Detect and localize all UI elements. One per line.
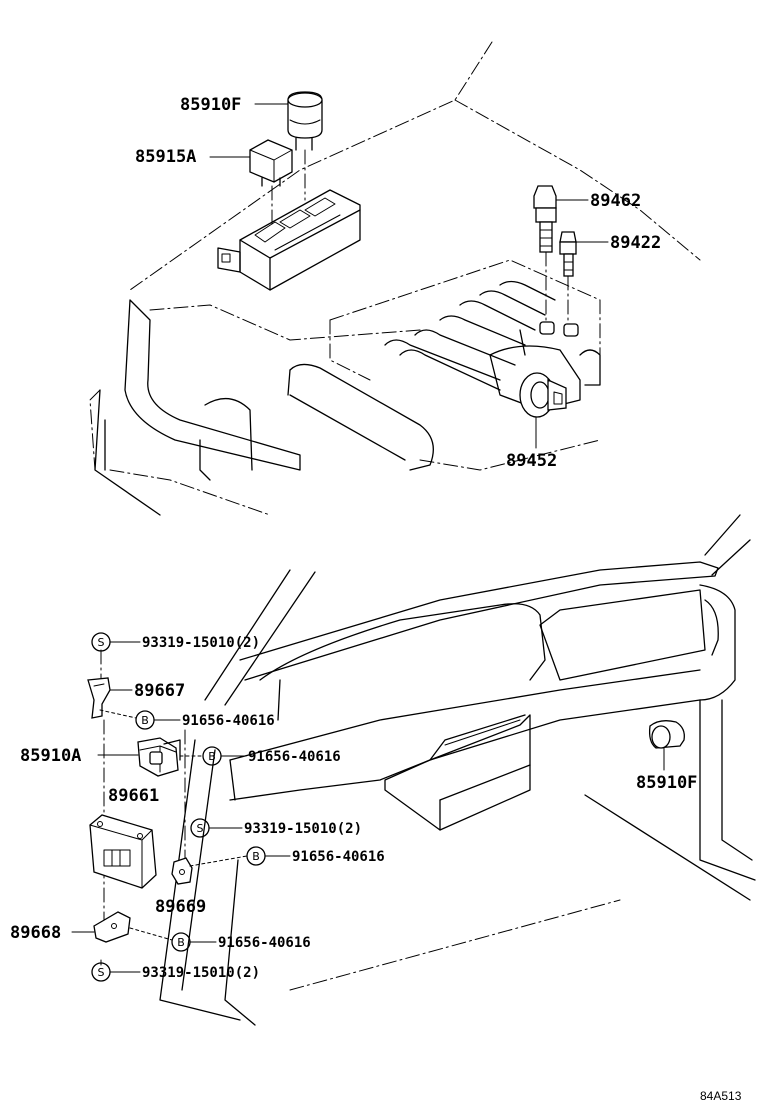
label-85910a: 85910A (20, 746, 81, 766)
svg-text:B: B (177, 936, 185, 949)
screw-93319-top: S 93319-15010(2) (91, 632, 260, 652)
bracket-89669: 89669 (155, 857, 206, 917)
ecu-89661: 89661 (89, 786, 159, 889)
engine-bay-illustration (89, 41, 701, 516)
label-85910f-dash: 85910F (636, 773, 697, 793)
diagram-reference-code: 84A513 (700, 1089, 742, 1103)
label-89422: 89422 (610, 233, 661, 253)
label-93319-top: 93319-15010(2) (142, 635, 260, 651)
bolt-91656-4: B 91656-40616 (129, 927, 311, 952)
relay-85910f-top: 85910F (180, 91, 323, 201)
relay-85910f-dash: 85910F (636, 720, 697, 793)
svg-text:S: S (197, 822, 204, 835)
label-89667: 89667 (134, 681, 185, 701)
svg-text:B: B (208, 750, 216, 763)
sensor-89452: 89452 (506, 372, 567, 471)
label-89661: 89661 (108, 786, 159, 806)
label-91656-4: 91656-40616 (218, 935, 311, 951)
label-91656-3: 91656-40616 (292, 849, 385, 865)
label-85915a: 85915A (135, 147, 196, 167)
label-89452: 89452 (506, 451, 557, 471)
label-89668: 89668 (10, 923, 61, 943)
dashboard-illustration (159, 514, 756, 1026)
bolt-91656-2: B 91656-40616 (179, 746, 341, 766)
bracket-89667: 89667 (87, 677, 185, 719)
svg-text:B: B (252, 850, 260, 863)
sensor-89462: 89462 (533, 185, 641, 321)
label-85910f-top: 85910F (180, 95, 241, 115)
bolt-91656-3: B 91656-40616 (189, 846, 385, 867)
label-91656-2: 91656-40616 (248, 749, 341, 765)
label-89669: 89669 (155, 897, 206, 917)
relay-85915a: 85915A (135, 139, 293, 226)
sensor-89422: 89422 (559, 231, 661, 323)
bolt-91656-1: B 91656-40616 (99, 709, 275, 730)
bracket-89668: 89668 (10, 911, 131, 943)
svg-text:S: S (98, 966, 105, 979)
screw-93319-mid: S 93319-15010(2) (190, 818, 362, 838)
label-93319-mid: 93319-15010(2) (244, 821, 362, 837)
svg-text:B: B (141, 714, 149, 727)
label-89462: 89462 (590, 191, 641, 211)
label-91656-1: 91656-40616 (182, 713, 275, 729)
relay-block (217, 189, 361, 291)
label-93319-bottom: 93319-15010(2) (142, 965, 260, 981)
screw-93319-bottom: S 93319-15010(2) (91, 962, 260, 982)
svg-text:S: S (98, 636, 105, 649)
relay-85910a: 85910A (20, 737, 181, 777)
